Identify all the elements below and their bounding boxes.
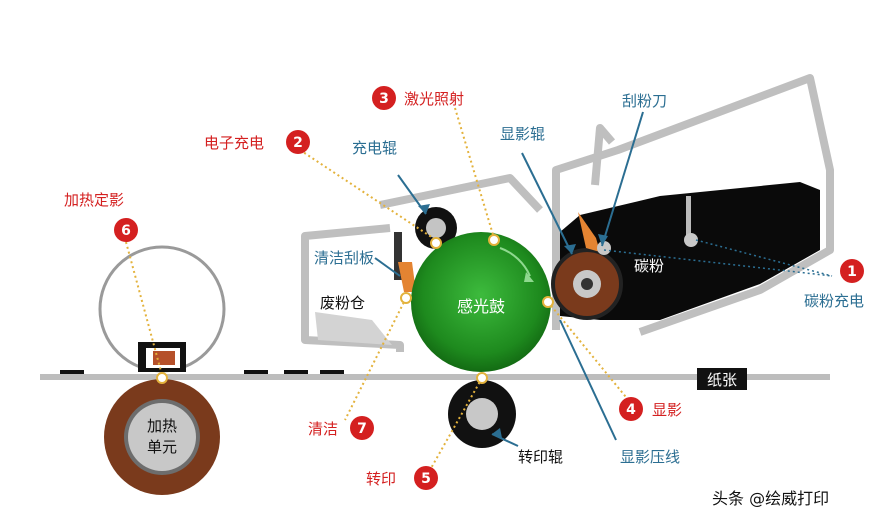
label-waste: 废粉仓 bbox=[320, 294, 365, 312]
label-transfer-roller: 转印辊 bbox=[518, 448, 563, 466]
label-paper: 纸张 bbox=[707, 371, 737, 389]
svg-text:5: 5 bbox=[421, 471, 431, 487]
waste-toner bbox=[315, 312, 392, 345]
label-laser: 激光照射 bbox=[404, 90, 464, 108]
svg-text:3: 3 bbox=[379, 91, 389, 107]
agitator-hub bbox=[684, 233, 698, 247]
svg-text:2: 2 bbox=[293, 135, 303, 151]
develop-roller-axle bbox=[581, 278, 593, 290]
label-fuse: 加热定影 bbox=[64, 191, 124, 209]
toner-dashes bbox=[60, 370, 344, 374]
svg-text:1: 1 bbox=[847, 264, 857, 280]
step-7-badge: 7 bbox=[350, 416, 374, 440]
transfer-roller-core bbox=[466, 398, 498, 430]
svg-text:6: 6 bbox=[121, 223, 131, 239]
label-develop-line: 显影压线 bbox=[620, 448, 680, 466]
step-guides bbox=[125, 107, 631, 471]
doctor-blade bbox=[578, 212, 600, 252]
developer-housing-tab bbox=[591, 124, 616, 186]
drum-rotation-arrow bbox=[499, 247, 531, 277]
toner-reservoir bbox=[560, 182, 820, 320]
charge-roller-core bbox=[426, 218, 446, 238]
heating-unit-core bbox=[128, 403, 196, 471]
label-develop: 显影 bbox=[652, 401, 682, 419]
clean-blade-body bbox=[394, 232, 402, 280]
step-1-badge: 1 bbox=[840, 259, 864, 283]
step-3-badge: 3 bbox=[372, 86, 396, 110]
label-clean: 清洁 bbox=[308, 420, 338, 438]
label-toner: 碳粉 bbox=[634, 257, 664, 275]
developer-housing bbox=[552, 74, 834, 336]
waste-bin-wall bbox=[301, 224, 404, 352]
step-6-badge: 6 bbox=[114, 218, 138, 242]
svg-text:4: 4 bbox=[626, 402, 636, 418]
callout-arrowheads bbox=[418, 204, 608, 438]
step-points bbox=[156, 234, 554, 384]
fuser-heater bbox=[153, 351, 175, 365]
photosensitive-drum bbox=[411, 232, 551, 372]
label-develop-roller: 显影辊 bbox=[500, 125, 545, 143]
label-charge: 电子充电 bbox=[204, 134, 264, 152]
heating-unit-label-1: 加热 bbox=[147, 417, 177, 435]
paper-path bbox=[40, 374, 830, 380]
step-4-badge: 4 bbox=[619, 397, 643, 421]
clean-blade bbox=[398, 262, 416, 292]
agitator-rod bbox=[686, 196, 691, 242]
heating-unit-label-2: 单元 bbox=[147, 438, 177, 456]
svg-text:7: 7 bbox=[357, 421, 367, 437]
paper-label-bg bbox=[697, 368, 747, 390]
drum-housing-top bbox=[379, 174, 543, 213]
step-2-badge: 2 bbox=[286, 130, 310, 154]
label-blade: 刮粉刀 bbox=[622, 92, 667, 110]
label-charge-roller: 充电辊 bbox=[352, 139, 397, 157]
label-clean-blade: 清洁刮板 bbox=[314, 249, 374, 267]
watermark: 头条 @绘威打印 bbox=[712, 489, 829, 508]
step-5-badge: 5 bbox=[414, 466, 438, 490]
toner-charge-lines bbox=[603, 239, 833, 277]
drum-rotation-arrowhead bbox=[524, 272, 534, 282]
blade-tip bbox=[597, 241, 611, 255]
drum-label: 感光鼓 bbox=[457, 297, 505, 316]
label-transfer: 转印 bbox=[366, 470, 396, 488]
label-toner-charge: 碳粉充电 bbox=[804, 292, 864, 310]
